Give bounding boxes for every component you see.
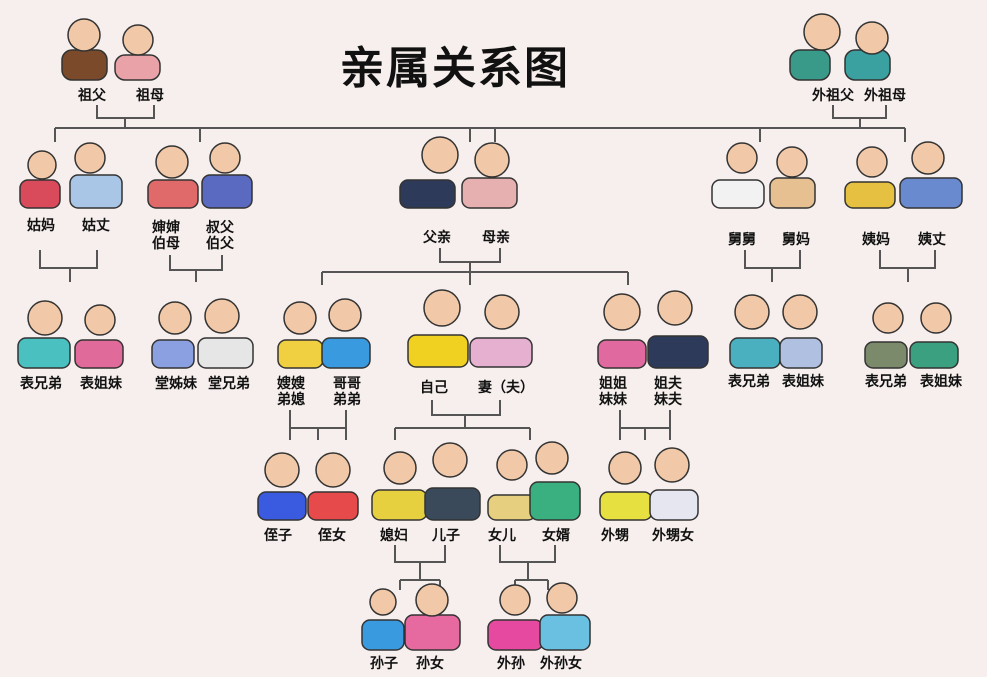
label-brother-line1: 哥哥: [333, 376, 361, 392]
label-mother: 母亲: [482, 230, 510, 246]
label-son-in-law: 女婿: [542, 528, 570, 544]
label-sister-husband-line2: 妹夫: [654, 392, 682, 408]
label-granddaughter: 孙女: [416, 656, 444, 672]
label-spouse: 妻（夫）: [478, 380, 534, 396]
label-sister-in-law: 嫂嫂 弟媳: [277, 376, 305, 408]
label-paternal-aunt-husband: 姑丈: [82, 218, 110, 234]
label-aunt-by-marriage: 婶婶 伯母: [152, 220, 180, 252]
label-maternal-grandfather: 外祖父: [812, 88, 854, 104]
label-brother-line2: 弟弟: [333, 392, 361, 408]
label-sister-daughter: 外甥女: [652, 528, 694, 544]
label-daughter: 女儿: [488, 528, 516, 544]
label-maternal-uncle-wife: 舅妈: [782, 232, 810, 248]
label-tang-sister: 堂姊妹: [155, 376, 197, 392]
label-self: 自己: [420, 380, 448, 396]
label-nephew: 侄子: [264, 528, 292, 544]
label-sister-line2: 妹妹: [599, 392, 627, 408]
label-cousin-female-2: 表姐妹: [782, 374, 824, 390]
label-cousin-male-1: 表兄弟: [20, 376, 62, 392]
label-uncle-line2: 伯父: [206, 236, 234, 252]
label-maternal-grandmother: 外祖母: [864, 88, 906, 104]
label-daughter-granddaughter: 外孙女: [540, 656, 582, 672]
label-grandfather: 祖父: [78, 88, 106, 104]
label-son: 儿子: [432, 528, 460, 544]
label-daughter-in-law: 媳妇: [380, 528, 408, 544]
label-brother: 哥哥 弟弟: [333, 376, 361, 408]
label-cousin-male-2: 表兄弟: [728, 374, 770, 390]
diagram-title: 亲属关系图: [340, 43, 570, 94]
label-maternal-aunt-husband: 姨丈: [918, 232, 946, 248]
label-sister-son: 外甥: [601, 528, 629, 544]
label-sister-in-law-line1: 嫂嫂: [277, 376, 305, 392]
label-sister-in-law-line2: 弟媳: [277, 392, 305, 408]
label-tang-brother: 堂兄弟: [208, 376, 250, 392]
label-cousin-male-3: 表兄弟: [865, 374, 907, 390]
label-grandmother: 祖母: [136, 88, 164, 104]
label-sister-line1: 姐姐: [599, 376, 627, 392]
label-paternal-aunt: 姑妈: [27, 218, 55, 234]
label-sister: 姐姐 妹妹: [599, 376, 627, 408]
label-cousin-female-3: 表姐妹: [920, 374, 962, 390]
label-grandson: 孙子: [370, 656, 398, 672]
label-father: 父亲: [423, 230, 451, 246]
label-cousin-female-1: 表姐妹: [80, 376, 122, 392]
label-niece: 侄女: [318, 528, 346, 544]
label-uncle: 叔父 伯父: [206, 220, 234, 252]
label-aunt-line1: 婶婶: [152, 220, 180, 236]
label-sister-husband: 姐夫 妹夫: [654, 376, 682, 408]
label-sister-husband-line1: 姐夫: [654, 376, 682, 392]
label-maternal-aunt: 姨妈: [862, 232, 890, 248]
label-aunt-line2: 伯母: [152, 236, 180, 252]
label-maternal-uncle: 舅舅: [728, 232, 756, 248]
label-uncle-line1: 叔父: [206, 220, 234, 236]
label-daughter-grandson: 外孙: [497, 656, 525, 672]
